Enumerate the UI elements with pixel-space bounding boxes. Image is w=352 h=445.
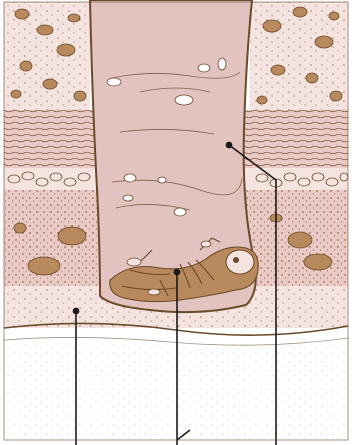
- bedrock-layer: [4, 323, 348, 440]
